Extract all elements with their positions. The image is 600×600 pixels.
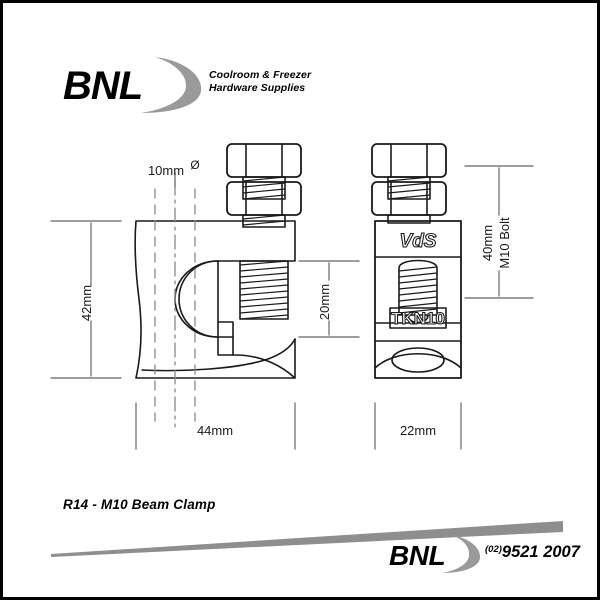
dim-label-44mm: 44mm [197, 423, 233, 438]
front-bottom-arc-outer [374, 353, 462, 369]
hex-nut-lower-front [371, 181, 447, 216]
thread-lines-side [239, 260, 289, 320]
clamp-body-outline [134, 220, 296, 379]
footer-bnl-logo-graphic: BNL [389, 535, 481, 573]
diameter-symbol-icon: Ø [190, 158, 199, 172]
front-view [371, 143, 462, 379]
bolt-shank-side [239, 260, 289, 320]
phone-area-code: (02) [485, 544, 502, 555]
bnl-logo-graphic: BNL [63, 57, 202, 113]
footer-logo-swoosh [442, 535, 481, 573]
jaw-step [217, 321, 234, 356]
vds-marking: VdS [400, 231, 437, 252]
dim-label-m10-bolt: M10 Bolt [497, 217, 512, 269]
tkn10-badge-box [389, 307, 447, 329]
hex-nut-lower-side [226, 181, 302, 216]
svg-text:BNL: BNL [63, 64, 142, 108]
front-bottom-ellipse [391, 347, 445, 373]
header-logo: BNL Coolroom & Freezer Hardware Supplies [63, 55, 311, 115]
dimension-lines [50, 165, 534, 450]
tagline-line-2: Hardware Supplies [209, 82, 306, 94]
hex-nut-upper-side [226, 143, 302, 178]
logo-wordmark: BNL [63, 64, 143, 108]
dim-label-10mm: 10mm [148, 163, 184, 178]
centerlines-side [154, 180, 196, 428]
logo-tagline: Coolroom & Freezer Hardware Supplies [209, 69, 329, 95]
footer-logo: BNL (02)9521 2007 [389, 533, 589, 575]
logo-swoosh [141, 57, 202, 113]
hex-nut-upper-front [371, 143, 447, 178]
bolt-thread-lower-side [242, 214, 286, 228]
tkn10-marking: TKN10 [391, 309, 445, 328]
jaw-inner-arc [178, 260, 219, 338]
part-markings: VdS TKN10 [391, 230, 446, 328]
dim-label-40mm: 40mm [480, 225, 495, 261]
footer-phone: (02)9521 2007 [485, 543, 580, 562]
dim-label-20mm: 20mm [317, 284, 332, 320]
dimension-texts: 42mm 20mm 40mm M10 Bolt 10mm Ø 44mm 22mm [79, 158, 512, 438]
bolt-tip-front [407, 314, 429, 324]
thread-lines-front [398, 266, 438, 314]
tagline-line-1: Coolroom & Freezer [209, 69, 312, 81]
page-title: R14 - M10 Beam Clamp [63, 497, 216, 512]
dim-label-22mm: 22mm [400, 423, 436, 438]
bolt-thread-upper-side [242, 176, 286, 200]
footer-brand-wordmark: BNL [389, 540, 445, 571]
side-view [134, 143, 302, 428]
jaw-sweep-curve [141, 338, 296, 372]
bolt-end-front [398, 259, 438, 324]
bolt-thread-front [387, 176, 431, 224]
dim-label-42mm: 42mm [79, 285, 94, 321]
phone-number: 9521 2007 [501, 543, 580, 561]
front-body-outline [374, 220, 462, 379]
